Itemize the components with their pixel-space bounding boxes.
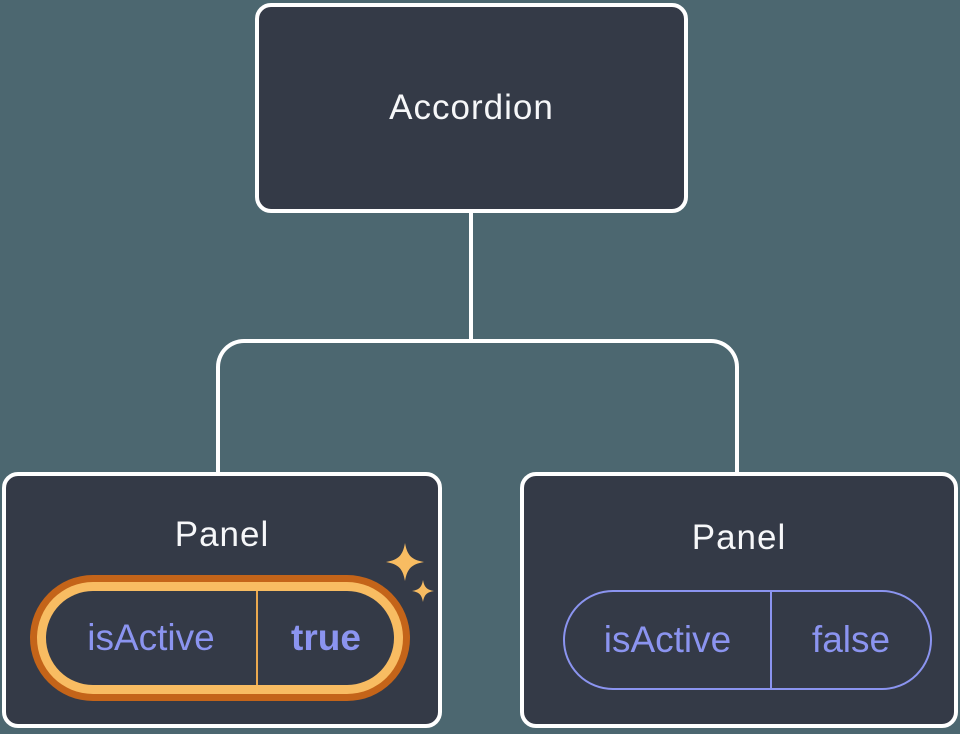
state-pill-inactive: isActive false [563,590,932,690]
state-pill-body: isActive true [46,591,394,685]
state-value: false [811,619,891,660]
accordion-label: Accordion [389,88,554,127]
state-pill-active: isActive true [30,575,410,701]
panel-label: Panel [691,518,787,557]
connector-stem [469,211,473,343]
state-pill-glow-ring: isActive true [37,582,403,694]
accordion-node: Accordion [255,3,688,213]
panel-label: Panel [174,515,270,554]
panel-node-active: Panel isActive true [2,472,442,728]
sparkle-icon-small [412,580,434,602]
sparkle-icon-large [386,543,424,581]
state-value: true [291,617,361,658]
panel-node-inactive: Panel isActive false [520,472,958,728]
state-key: isActive [87,617,215,658]
pill-divider [256,591,258,685]
connector-bracket [216,339,739,472]
pill-divider [770,592,772,688]
state-key: isActive [603,619,732,660]
